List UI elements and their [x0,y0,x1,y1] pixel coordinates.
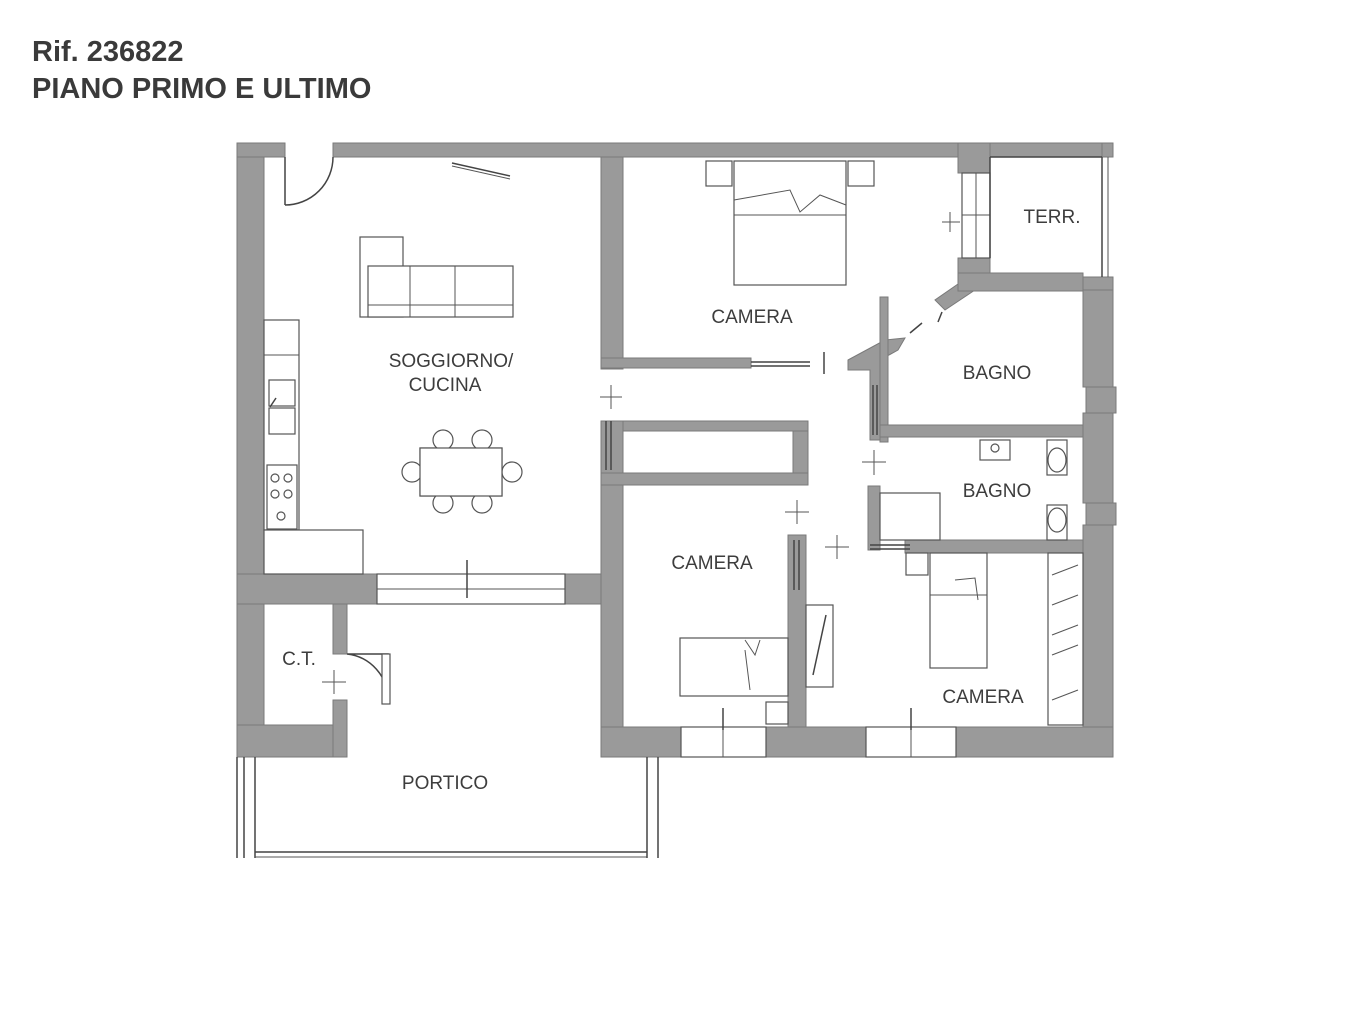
label-ct: C.T. [282,649,316,670]
furniture [263,160,1084,726]
label-bagno-1: BAGNO [963,363,1032,384]
label-camera-top: CAMERA [711,307,793,328]
floor-title: PIANO PRIMO E ULTIMO [32,73,372,105]
openings [236,156,1109,858]
label-camera-right: CAMERA [942,687,1024,708]
label-camera-mid: CAMERA [671,553,753,574]
label-portico: PORTICO [402,773,488,794]
label-bagno-2: BAGNO [963,481,1032,502]
reference-number: Rif. 236822 [32,36,184,68]
label-terrace: TERR. [1024,207,1081,228]
label-soggiorno: SOGGIORNO/ [389,351,514,372]
room-labels: SOGGIORNO/ CUCINA CAMERA TERR. BAGNO BAG… [282,207,1080,794]
label-cucina: CUCINA [409,375,482,396]
